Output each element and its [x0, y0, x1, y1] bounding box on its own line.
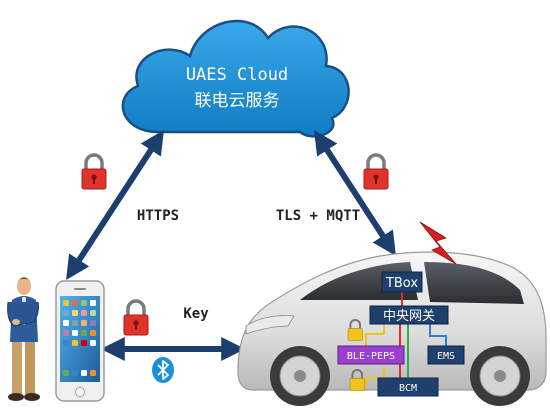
module-ble-peps: BLE-PEPS — [337, 345, 405, 365]
arrow-phone-cloud — [66, 129, 164, 281]
arrow-car-cloud — [314, 129, 396, 257]
car-icon — [237, 251, 547, 406]
module-ems: EMS — [427, 345, 465, 365]
cloud-icon — [121, 19, 350, 138]
lock-icon — [81, 153, 107, 190]
lock-icon — [123, 299, 149, 336]
module-gateway: 中央网关 — [369, 305, 449, 325]
smartphone-icon — [55, 280, 105, 402]
label-https: HTTPS — [137, 208, 179, 224]
module-ble-peps-label: BLE-PEPS — [347, 351, 395, 362]
module-tbox: TBox — [381, 271, 423, 293]
label-tls-mqtt: TLS + MQTT — [276, 208, 360, 224]
bluetooth-icon — [152, 357, 174, 383]
lock-icon — [347, 319, 363, 341]
cloud-title: UAES Cloud — [186, 65, 288, 85]
module-bcm: BCM — [377, 377, 439, 397]
person-icon — [7, 277, 40, 401]
label-key: Key — [183, 306, 209, 322]
lock-icon — [363, 153, 389, 190]
module-bcm-label: BCM — [399, 383, 417, 394]
module-ems-label: EMS — [437, 351, 455, 362]
module-gateway-label: 中央网关 — [383, 309, 435, 324]
lock-icon — [349, 369, 365, 391]
cloud-subtitle: 联电云服务 — [195, 91, 280, 111]
lightning-icon — [419, 221, 457, 265]
module-tbox-label: TBox — [385, 276, 418, 291]
